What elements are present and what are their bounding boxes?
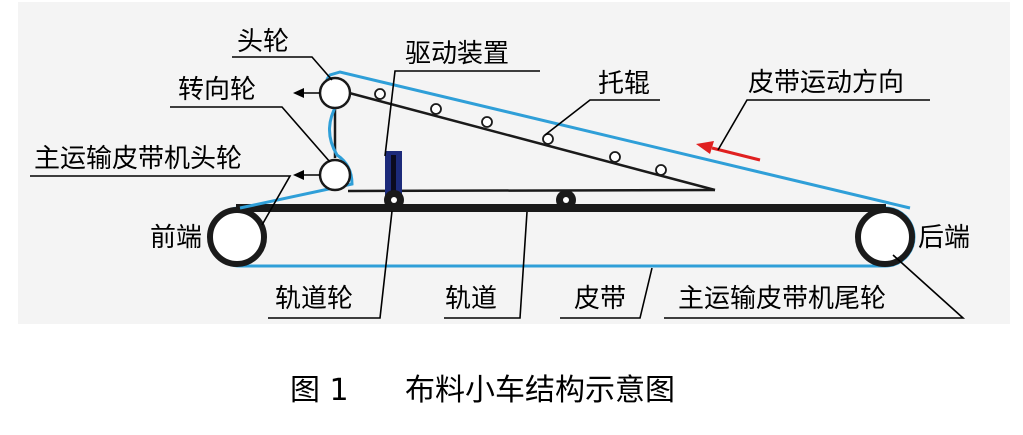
main-tail-wheel-leader <box>664 254 966 319</box>
idler-roller <box>430 103 442 115</box>
label-belt: 皮带 <box>574 284 626 314</box>
label-rear-end: 后端 <box>918 223 970 253</box>
belt-leader <box>560 267 653 319</box>
track-wheel-left-hub <box>391 197 397 203</box>
label-belt-direction: 皮带运动方向 <box>748 68 904 98</box>
label-track-wheel: 轨道轮 <box>275 284 353 314</box>
belt-direction-arrow-line <box>711 146 761 162</box>
idler-roller <box>655 164 667 176</box>
figure-number: 图 1 <box>290 373 349 408</box>
label-idler: 托辊 <box>598 69 650 99</box>
idler-leader <box>544 99 660 136</box>
turn-wheel-leader <box>170 106 331 163</box>
turn-wheel-arrowhead <box>293 170 304 180</box>
head-wheel-leader <box>232 56 333 81</box>
track-leader <box>444 211 528 319</box>
belt-direction-leader <box>717 99 930 151</box>
front-end-drum <box>207 207 267 267</box>
main-head-wheel-leader <box>30 175 292 226</box>
belt-direction-arrowhead <box>696 141 714 154</box>
track-wheel-leader <box>268 210 393 319</box>
idler-roller <box>542 133 554 145</box>
drive-device-inner <box>391 155 396 193</box>
idler-roller <box>374 88 386 100</box>
turn-wheel <box>318 158 352 192</box>
rear-end-drum <box>855 207 915 267</box>
head-wheel <box>318 76 352 110</box>
label-main-head-wheel: 主运输皮带机头轮 <box>34 144 242 174</box>
idler-rollers <box>374 88 667 176</box>
label-main-tail-wheel: 主运输皮带机尾轮 <box>678 284 886 314</box>
label-turn-wheel: 转向轮 <box>178 75 256 105</box>
tripper-frame-top <box>337 88 716 192</box>
drive-device-leader <box>384 70 540 157</box>
label-head-wheel: 头轮 <box>237 27 289 57</box>
label-drive-device: 驱动装置 <box>405 39 509 69</box>
idler-roller <box>481 116 493 128</box>
tripper-frame-bottom <box>347 188 716 193</box>
figure-title: 布料小车结构示意图 <box>405 373 675 408</box>
idler-roller <box>609 151 621 163</box>
track-wheel-right-hub <box>563 197 569 203</box>
diagram-background <box>18 2 1010 324</box>
label-front-end: 前端 <box>150 223 202 253</box>
label-track: 轨道 <box>445 284 497 314</box>
head-wheel-arrowhead <box>293 88 304 98</box>
